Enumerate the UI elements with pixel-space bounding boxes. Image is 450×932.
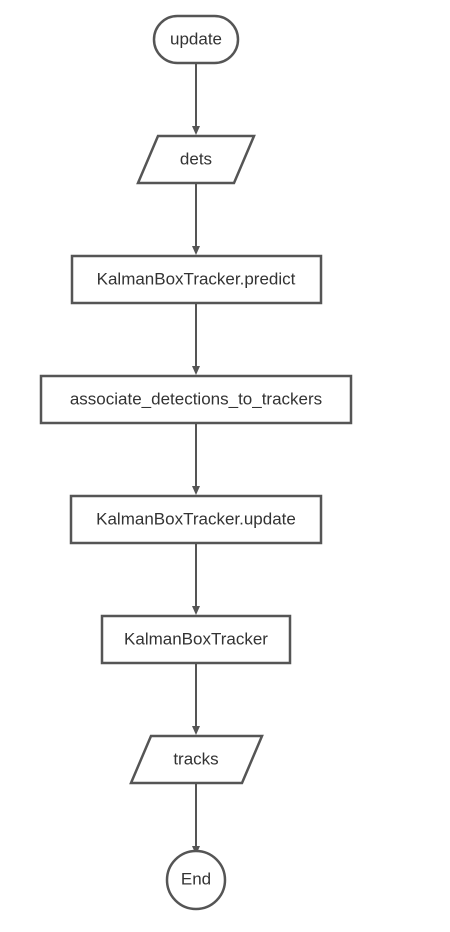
edge-tracker-to-tracks (192, 664, 200, 735)
start-node-label: update (170, 29, 222, 48)
tracker-update-node-label: KalmanBoxTracker.update (96, 509, 296, 528)
start-terminator-node: update (152, 14, 240, 65)
tracker-update-process-node: KalmanBoxTracker.update (69, 494, 323, 545)
edge-predict-to-associate (192, 304, 200, 375)
dets-input-node: dets (136, 134, 256, 185)
edge-dets-to-predict (192, 184, 200, 255)
tracks-output-node: tracks (129, 734, 264, 785)
edge-update-to-dets (192, 64, 200, 135)
edge-tracks-to-end (192, 784, 200, 855)
associate-node-label: associate_detections_to_trackers (70, 389, 322, 408)
edge-update-to-tracker (192, 544, 200, 615)
predict-node-label: KalmanBoxTracker.predict (97, 269, 296, 288)
end-node-label: End (181, 869, 211, 888)
edge-associate-to-update (192, 424, 200, 495)
associate-process-node: associate_detections_to_trackers (39, 374, 353, 425)
tracker-node-label: KalmanBoxTracker (124, 629, 268, 648)
tracks-node-label: tracks (173, 749, 218, 768)
dets-node-label: dets (180, 149, 212, 168)
end-terminator-node: End (165, 849, 227, 911)
predict-process-node: KalmanBoxTracker.predict (70, 254, 323, 305)
tracker-process-node: KalmanBoxTracker (100, 614, 292, 665)
